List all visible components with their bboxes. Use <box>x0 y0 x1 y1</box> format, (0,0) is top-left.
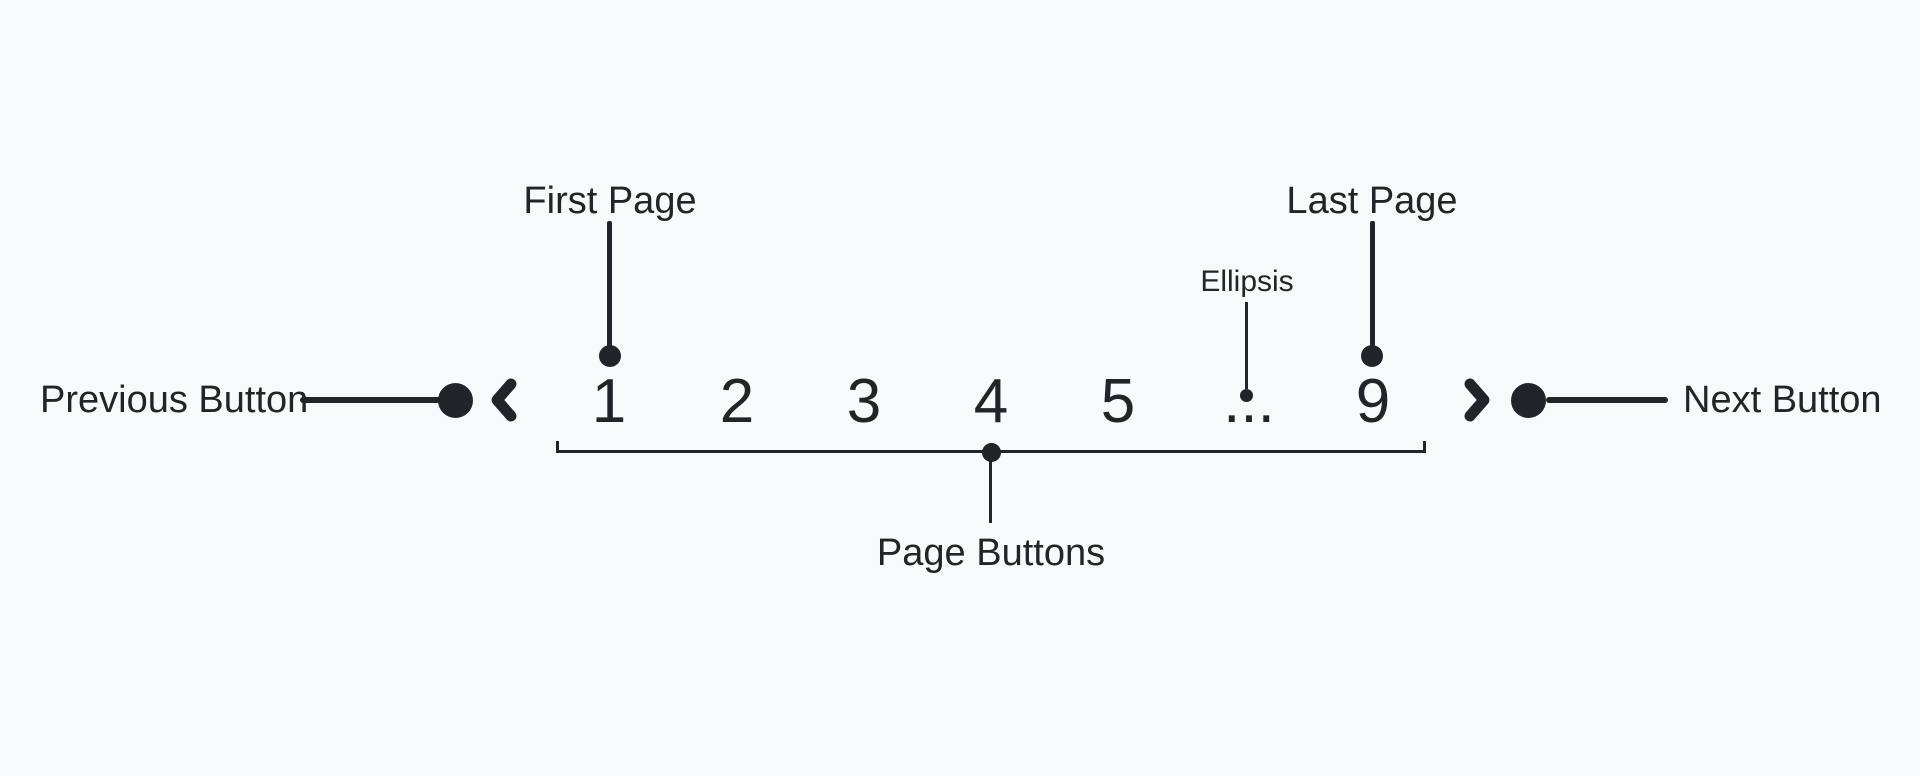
previous-annotation-line <box>300 397 447 403</box>
chevron-left-icon <box>488 377 520 423</box>
first-page-annotation-dot <box>599 345 621 367</box>
ellipsis-annotation-dot <box>1240 389 1253 402</box>
last-page-label: Last Page <box>1286 180 1458 222</box>
page-button-2[interactable]: 2 <box>719 367 755 436</box>
page-buttons-bracket-dot <box>982 443 1001 462</box>
previous-button-label: Previous Button <box>40 379 309 421</box>
page-buttons-annotation-line <box>989 453 992 523</box>
previous-page-button[interactable] <box>488 377 520 423</box>
ellipsis-label: Ellipsis <box>1200 265 1294 298</box>
previous-annotation-dot <box>438 383 473 418</box>
next-button-label: Next Button <box>1683 379 1882 421</box>
last-page-annotation-dot <box>1361 345 1383 367</box>
page-ellipsis: ... <box>1223 371 1275 433</box>
page-button-5[interactable]: 5 <box>1100 367 1136 436</box>
page-button-3[interactable]: 3 <box>846 367 882 436</box>
page-buttons-label: Page Buttons <box>876 532 1106 574</box>
page-button-9[interactable]: 9 <box>1355 367 1391 436</box>
first-page-annotation-line <box>607 221 612 348</box>
page-button-1[interactable]: 1 <box>591 367 627 436</box>
last-page-annotation-line <box>1370 221 1375 346</box>
page-button-4[interactable]: 4 <box>973 367 1009 436</box>
next-annotation-line <box>1546 397 1668 403</box>
next-annotation-dot <box>1511 383 1546 418</box>
first-page-label: First Page <box>523 180 697 222</box>
chevron-right-icon <box>1461 377 1493 423</box>
next-page-button[interactable] <box>1461 377 1493 423</box>
ellipsis-annotation-line <box>1245 302 1248 389</box>
